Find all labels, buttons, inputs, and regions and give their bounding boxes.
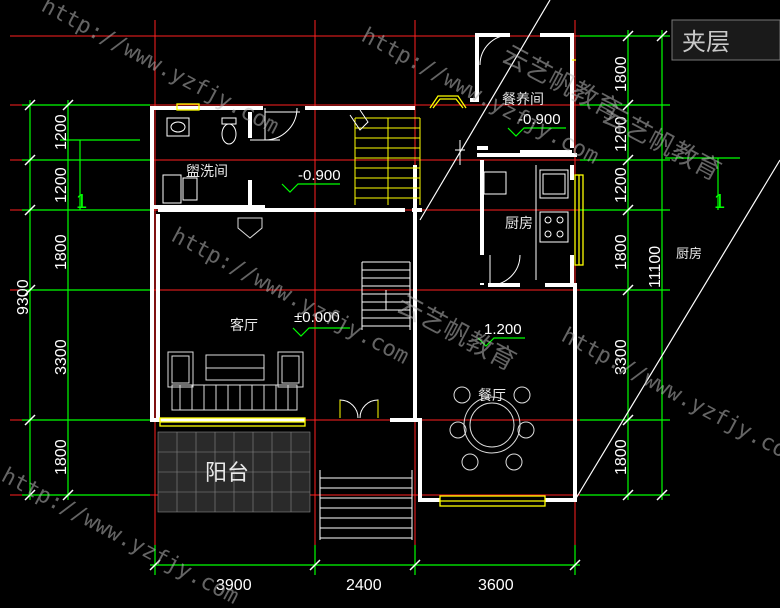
dim-right-total: 11100 (647, 246, 664, 288)
bathroom-fixtures (162, 117, 237, 204)
dim-bottom-1: 3900 (216, 577, 252, 594)
dim-right-1: 1800 (613, 56, 630, 92)
dim-right-4: 1800 (613, 234, 630, 270)
room-living: 客厅 (230, 317, 258, 334)
room-kitchen: 厨房 (505, 216, 533, 232)
dim-left-total: 9300 (15, 279, 32, 315)
dim-right-6: 1800 (613, 439, 630, 475)
windows (159, 59, 584, 507)
interior-stair (361, 261, 411, 330)
dim-left-1: 1200 (53, 114, 70, 150)
site-boundary (419, 0, 780, 501)
dim-left-3: 1800 (53, 234, 70, 270)
dim-right-5: 3300 (613, 339, 630, 375)
watermark-url-1: http://www.yzfjy.com (37, 0, 283, 140)
elevation-living: ±0.000 (294, 309, 340, 326)
elevation-washroom: -0.900 (298, 167, 341, 184)
kitchen-fixtures (483, 165, 569, 280)
room-kitchen-outside: 厨房 (676, 246, 702, 262)
room-dining: 餐厅 (478, 388, 506, 404)
dim-right-2: 1200 (613, 116, 630, 152)
walls (150, 33, 577, 502)
dim-bottom-3: 3600 (478, 577, 514, 594)
section-marker-left: 1 (76, 191, 87, 213)
dim-bottom-2: 2400 (346, 577, 382, 594)
watermark-url-2: http://www.yzfjy.com (167, 223, 413, 369)
section-marker-right: 1 (714, 191, 725, 213)
dim-left-4: 3300 (53, 339, 70, 375)
entry-steps (319, 470, 413, 540)
dining-table (449, 386, 535, 471)
title-block: 夹层 (671, 19, 780, 61)
dim-left-2: 1200 (53, 167, 70, 203)
living-furniture (167, 217, 304, 411)
dim-right-3: 1200 (613, 167, 630, 203)
room-balcony: 阳台 (205, 461, 249, 486)
dim-left-5: 1800 (53, 439, 70, 475)
elevation-utility: -0.900 (518, 111, 561, 128)
dimension-lines (22, 30, 740, 575)
room-labels: 盥洗间 客厅 阳台 餐养间 厨房 厨房 餐厅 (186, 92, 702, 486)
elevation-dining: 1.200 (484, 321, 522, 338)
elevation-symbols (281, 127, 566, 347)
stair-arrow (349, 109, 465, 165)
elevation-labels: -0.900 -0.900 ±0.000 1.200 (294, 111, 561, 338)
title-block-text: 夹层 (682, 28, 730, 56)
balcony-tiles (157, 431, 311, 513)
dimension-labels: 9300 1200 1200 1800 3300 1800 11100 1800… (15, 56, 725, 594)
dimension-ticks (24, 30, 668, 571)
staircase (354, 117, 421, 205)
doors (250, 34, 521, 419)
room-utility: 餐养间 (502, 92, 544, 108)
door-marks (339, 400, 379, 418)
room-washroom: 盥洗间 (186, 164, 228, 180)
